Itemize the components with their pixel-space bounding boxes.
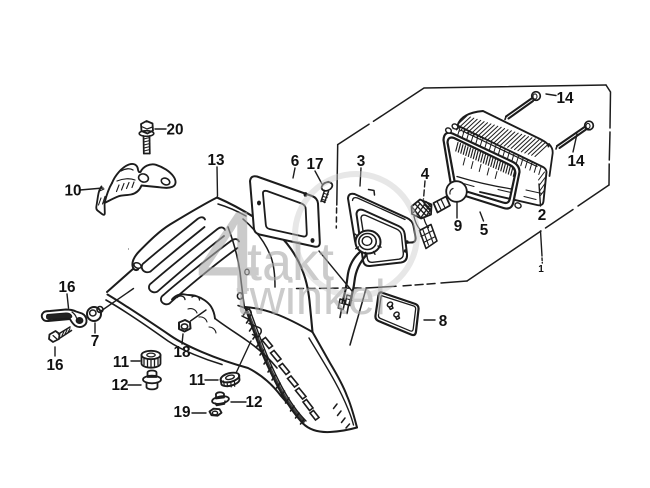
svg-text:1: 1 (538, 264, 544, 275)
svg-text:12: 12 (245, 394, 262, 411)
svg-text:2: 2 (538, 207, 547, 224)
svg-text:16: 16 (58, 279, 75, 296)
svg-text:twinkel: twinkel (236, 271, 386, 325)
svg-text:takt: takt (247, 232, 334, 292)
svg-text:12: 12 (111, 377, 128, 394)
svg-text:7: 7 (91, 333, 100, 350)
svg-text:16: 16 (46, 357, 63, 374)
svg-text:6: 6 (291, 153, 300, 170)
svg-text:5: 5 (480, 222, 489, 239)
svg-text:8: 8 (439, 313, 448, 330)
svg-text:14: 14 (567, 153, 585, 170)
svg-text:11: 11 (189, 372, 206, 389)
svg-text:10: 10 (64, 183, 81, 200)
svg-text:17: 17 (306, 156, 323, 173)
svg-text:18: 18 (173, 344, 191, 361)
svg-text:20: 20 (166, 122, 183, 139)
svg-text:11: 11 (113, 354, 130, 371)
svg-text:4: 4 (196, 187, 262, 320)
svg-text:14: 14 (556, 90, 574, 107)
svg-text:4: 4 (421, 166, 430, 183)
svg-text:9: 9 (454, 218, 463, 235)
svg-text:19: 19 (173, 404, 190, 421)
svg-text:13: 13 (207, 152, 224, 169)
svg-text:3: 3 (357, 153, 366, 170)
